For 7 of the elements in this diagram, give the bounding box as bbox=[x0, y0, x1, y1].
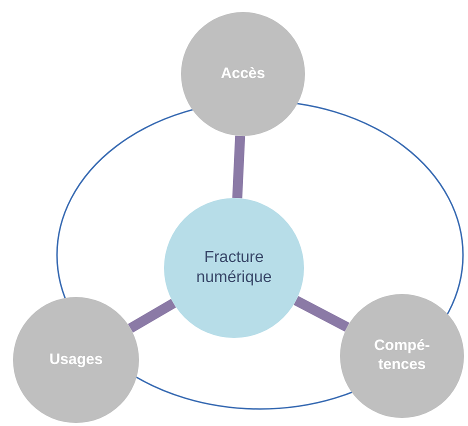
connector-bar bbox=[128, 298, 176, 333]
connector-bar bbox=[294, 296, 350, 332]
node-label: Compé- tences bbox=[373, 337, 431, 375]
node-label: Accès bbox=[220, 64, 266, 84]
node-label: Fracture numérique bbox=[195, 248, 273, 288]
connector-bar bbox=[232, 136, 246, 198]
node-label: Usages bbox=[48, 350, 104, 370]
